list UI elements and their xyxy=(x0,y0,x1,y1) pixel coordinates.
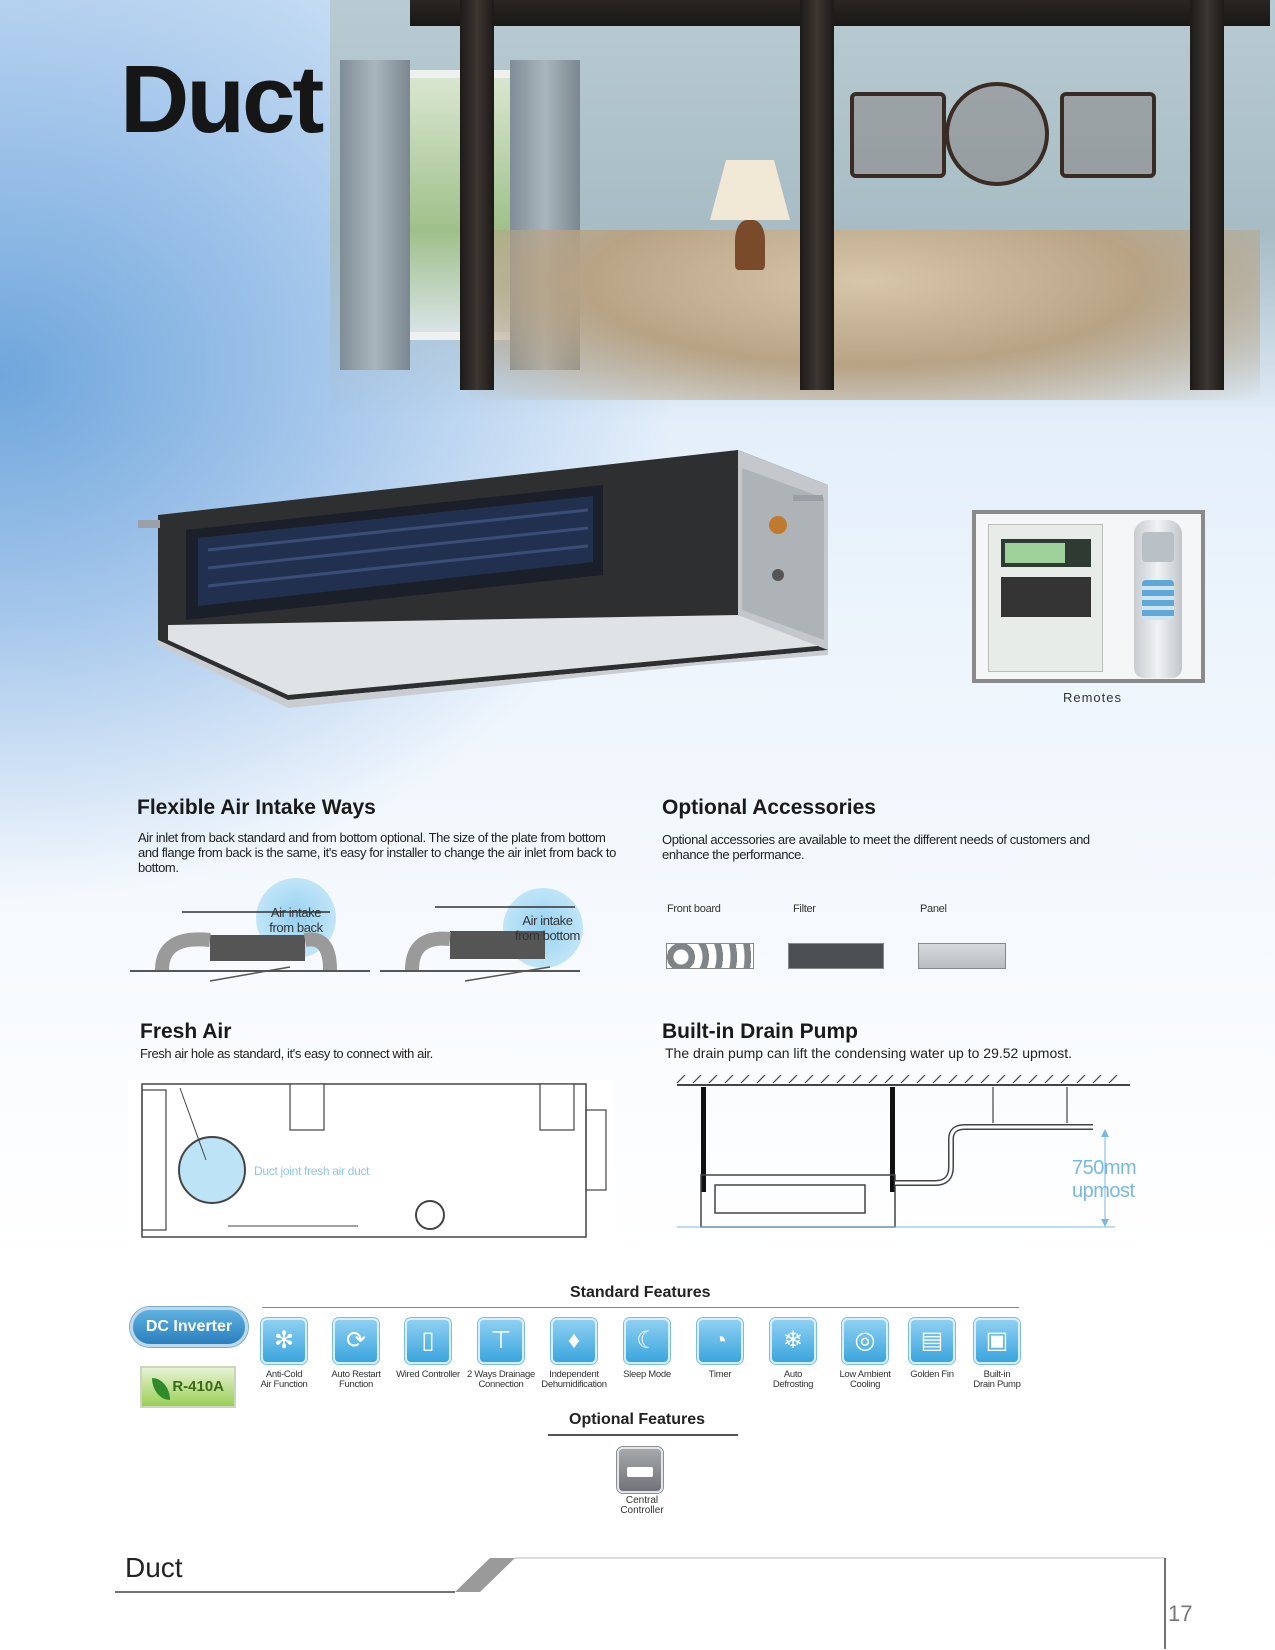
remotes-image xyxy=(972,510,1205,683)
feature-label-auto-defrosting: Auto Defrosting xyxy=(772,1369,814,1390)
bed-post-middle xyxy=(800,0,834,390)
feature-label-drainage: 2 Ways Drainage Connection xyxy=(466,1369,535,1390)
fresh-air-heading: Fresh Air xyxy=(140,1020,232,1043)
drain-lift-label: 750mm upmost xyxy=(1072,1157,1137,1203)
remotes-caption: Remotes xyxy=(1062,690,1123,705)
air-intake-bottom-diagram xyxy=(380,906,580,982)
page-title: Duct xyxy=(120,46,324,153)
air-intake-back-label: Air intake from back xyxy=(269,905,323,935)
wall-decor-right xyxy=(1060,92,1156,178)
r410a-badge: R-410A xyxy=(140,1366,236,1408)
lamp-base xyxy=(735,220,765,270)
moon-icon: ☾ xyxy=(624,1318,670,1364)
standard-features-heading: Standard Features xyxy=(570,1284,711,1301)
wall-decor-left xyxy=(850,92,946,178)
droplet-icon: ♦ xyxy=(551,1318,597,1364)
optional-features-heading: Optional Features xyxy=(569,1411,706,1428)
optional-features-underline xyxy=(548,1434,738,1436)
feature-label-low-ambient: Low Ambient Cooling xyxy=(839,1369,891,1390)
feature-label-wired-controller: Wired Controller xyxy=(396,1369,460,1380)
timer-icon: ◔ xyxy=(697,1318,743,1364)
feature-label-dehumidification: Independent Dehumidification xyxy=(541,1369,607,1390)
footer-title: Duct xyxy=(125,1552,183,1583)
feature-label-golden-fin: Golden Fin xyxy=(910,1369,954,1380)
feature-label-sleep-mode: Sleep Mode xyxy=(623,1369,671,1380)
feature-label-auto-restart: Auto Restart Function xyxy=(331,1369,381,1390)
defrost-icon: ❄ xyxy=(770,1318,816,1364)
central-controller-icon xyxy=(617,1447,663,1493)
footer-rule-graphic xyxy=(115,1557,1166,1649)
accessory-label-panel: Panel xyxy=(920,903,947,915)
accessories-body: Optional accessories are available to me… xyxy=(662,832,1090,862)
restart-icon: ⟳ xyxy=(333,1318,379,1364)
dc-inverter-badge: DC Inverter xyxy=(130,1307,248,1347)
panel-image xyxy=(918,943,1006,969)
leaf-icon xyxy=(152,1378,170,1400)
drain-pump-body: The drain pump can lift the condensing w… xyxy=(665,1045,1073,1061)
feature-label-timer: Timer xyxy=(708,1369,732,1380)
bed-canopy-rail xyxy=(410,0,1270,26)
fresh-air-diagram-label: Duct joint fresh air duct xyxy=(254,1164,370,1178)
handheld-remote-image xyxy=(1134,520,1182,678)
accessories-heading: Optional Accessories xyxy=(662,796,876,819)
lamp-shade xyxy=(710,160,790,220)
wall-decor-round xyxy=(945,82,1049,186)
wired-controller-image xyxy=(988,524,1103,672)
air-intake-body: Air inlet from back standard and from bo… xyxy=(138,830,616,875)
bedroom-photo xyxy=(330,0,1275,420)
page-number: 17 xyxy=(1168,1601,1193,1626)
bed xyxy=(470,230,1260,400)
air-intake-bottom-label: Air intake from bottom xyxy=(515,913,580,943)
fresh-air-body: Fresh air hole as standard, it's easy to… xyxy=(140,1046,433,1061)
drainage-icon: ⊤ xyxy=(478,1318,524,1364)
fin-icon: ▤ xyxy=(909,1318,955,1364)
duct-unit-image xyxy=(138,450,828,708)
accessory-label-filter: Filter xyxy=(793,903,816,915)
bed-post-right xyxy=(1190,0,1224,390)
drain-pump-heading: Built-in Drain Pump xyxy=(662,1020,858,1043)
r410a-label: R-410A xyxy=(172,1378,224,1395)
filter-image xyxy=(788,943,884,969)
bed-post-left xyxy=(460,0,494,390)
drain-lift-value: 750mm xyxy=(1072,1157,1137,1179)
feature-label-drain-pump: Built-in Drain Pump xyxy=(973,1369,1021,1390)
drain-pump-diagram xyxy=(676,1075,1130,1228)
feature-label-anti-cold: Anti-Cold Air Function xyxy=(260,1369,308,1390)
pump-icon: ▣ xyxy=(974,1318,1020,1364)
drain-lift-unit: upmost xyxy=(1072,1180,1135,1202)
fresh-air-diagram xyxy=(128,1080,613,1250)
curtain-left xyxy=(340,60,410,370)
air-intake-heading: Flexible Air Intake Ways xyxy=(137,796,376,819)
standard-features-divider xyxy=(262,1307,1019,1308)
front-board-image xyxy=(666,943,754,969)
wired-controller-icon: ▯ xyxy=(405,1318,451,1364)
snowflake-icon: ✻ xyxy=(261,1318,307,1364)
accessory-label-front-board: Front board xyxy=(667,903,721,915)
air-intake-back-diagram xyxy=(130,911,370,982)
feature-label-central-controller: Central Controller xyxy=(620,1495,664,1516)
thermometer-icon: ◎ xyxy=(842,1318,888,1364)
